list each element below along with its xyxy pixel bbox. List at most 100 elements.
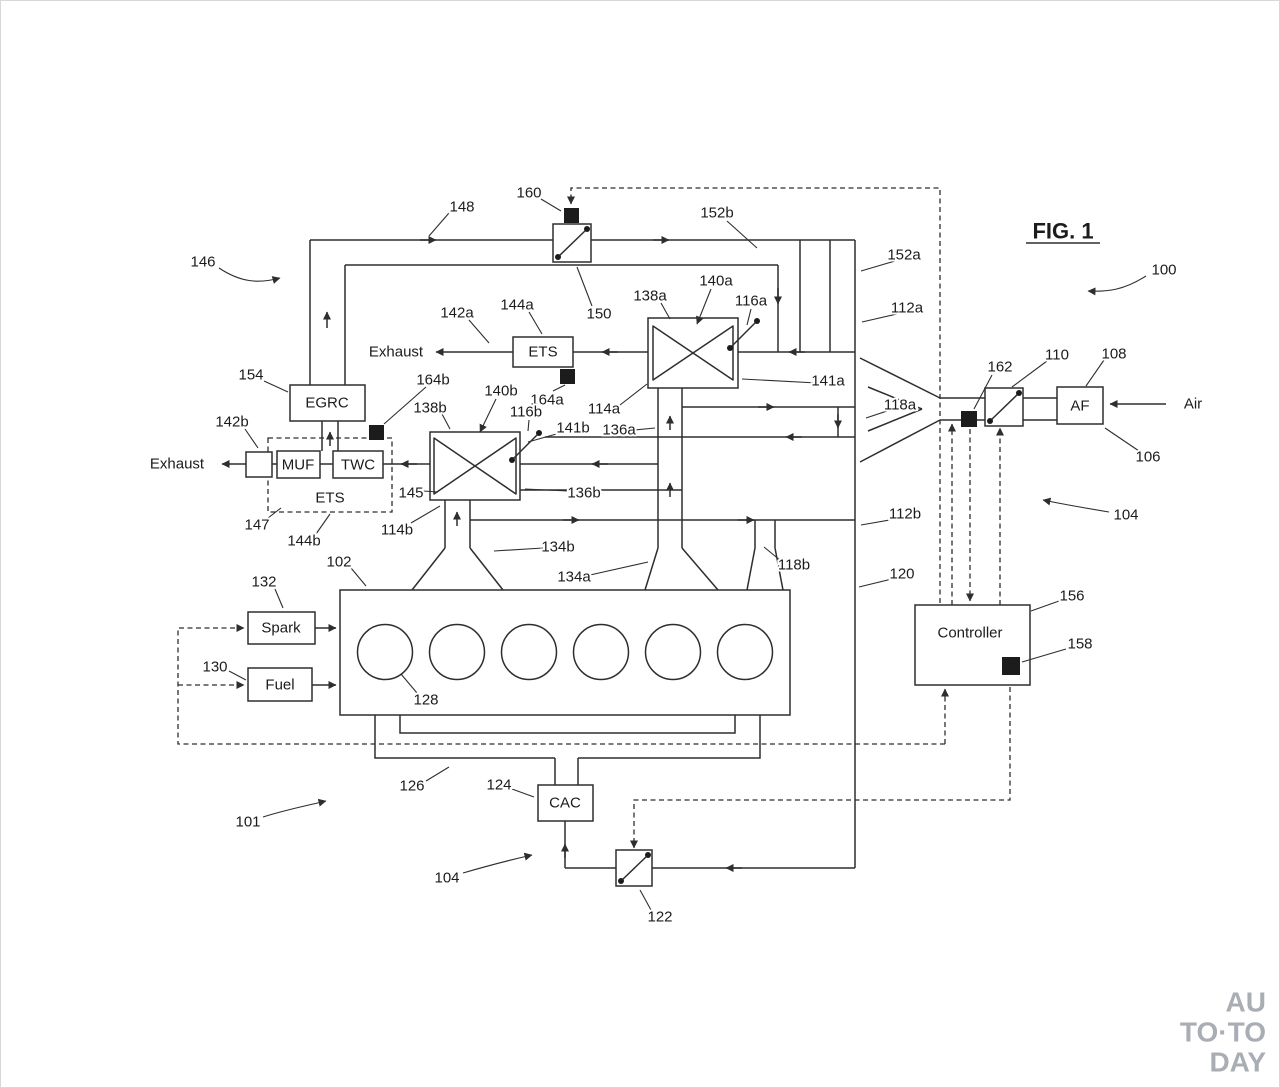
ref-154: 154 <box>236 365 289 393</box>
svg-text:104: 104 <box>434 870 459 887</box>
valve-122 <box>615 849 653 887</box>
valve-116b <box>509 430 542 463</box>
svg-text:145: 145 <box>398 485 423 502</box>
svg-text:138a: 138a <box>633 288 667 305</box>
svg-text:116b: 116b <box>510 404 542 421</box>
egrc-label: EGRC <box>305 395 349 412</box>
svg-text:144a: 144a <box>500 297 534 314</box>
svg-text:141a: 141a <box>811 373 845 390</box>
muf-box: MUF <box>276 450 321 479</box>
cylinder-4 <box>572 623 630 681</box>
ref-106: 106 <box>1104 427 1163 468</box>
svg-text:120: 120 <box>889 566 914 583</box>
air-text: Air <box>1184 396 1202 413</box>
exhaust-stub-box <box>245 451 273 478</box>
spark-label: Spark <box>261 620 301 637</box>
sensor-164b <box>369 425 384 440</box>
ref-164a: 164a <box>528 384 566 411</box>
ets-upper-label: ETS <box>528 344 557 361</box>
ref-140b: 140b <box>479 381 520 433</box>
ref-108: 108 <box>1085 344 1129 387</box>
ref-120: 120 <box>858 564 917 588</box>
ref-118a: 118a <box>865 395 919 419</box>
ref-130: 130 <box>200 657 247 681</box>
valve-116a <box>727 318 760 351</box>
svg-text:124: 124 <box>486 777 511 794</box>
svg-text:164b: 164b <box>416 372 449 389</box>
ref-118b: 118b <box>763 546 812 576</box>
twc-box: TWC <box>332 450 384 479</box>
turbocharger-b <box>429 430 542 501</box>
svg-text:122: 122 <box>647 909 672 926</box>
ref-124: 124 <box>484 775 535 798</box>
af-label: AF <box>1070 398 1089 415</box>
watermark: AU TO·TO DAY <box>1180 987 1266 1078</box>
svg-text:140b: 140b <box>484 383 517 400</box>
ref-138a: 138a <box>631 286 671 320</box>
watermark-line-2: TO·TO <box>1180 1017 1266 1048</box>
svg-text:118b: 118b <box>778 557 810 574</box>
ref-104-right: 104 <box>1042 497 1141 526</box>
ref-134b: 134b <box>493 537 577 558</box>
svg-text:152a: 152a <box>887 247 921 264</box>
ref-110: 110 <box>1011 345 1071 388</box>
signal-valve-160 <box>567 187 941 603</box>
ref-141b: 141b <box>527 418 592 443</box>
svg-text:102: 102 <box>326 554 351 571</box>
muf-label: MUF <box>282 457 315 474</box>
svg-text:146: 146 <box>190 254 215 271</box>
flow-arrows <box>221 236 1166 872</box>
svg-text:108: 108 <box>1101 346 1126 363</box>
svg-text:106: 106 <box>1135 449 1160 466</box>
engine-block <box>339 589 791 716</box>
turbocharger-a <box>647 317 760 389</box>
svg-text:130: 130 <box>202 659 227 676</box>
ets-lower-label: ETS <box>315 490 344 507</box>
signal-valve-122 <box>630 687 1011 849</box>
svg-text:154: 154 <box>238 367 263 384</box>
svg-text:101: 101 <box>235 814 260 831</box>
control-signal-lines <box>177 187 1011 849</box>
svg-text:100: 100 <box>1151 262 1176 279</box>
ref-152a: 152a <box>860 245 923 272</box>
ref-160: 160 <box>514 183 562 212</box>
svg-text:150: 150 <box>586 306 611 323</box>
ref-101: 101 <box>233 798 327 833</box>
ref-116a: 116a <box>733 291 770 326</box>
svg-text:142b: 142b <box>215 414 248 431</box>
ref-136a: 136a <box>600 420 656 441</box>
ref-128: 128 <box>400 673 441 711</box>
actuator-160 <box>564 208 579 223</box>
egrc-box: EGRC <box>289 384 366 422</box>
ref-132: 132 <box>249 572 284 609</box>
sensor-158 <box>1002 657 1020 675</box>
ref-122: 122 <box>639 889 675 928</box>
cylinder-6 <box>716 623 774 681</box>
svg-text:110: 110 <box>1045 347 1069 364</box>
svg-text:152b: 152b <box>700 205 733 222</box>
ref-114b: 114b <box>379 505 441 541</box>
ref-labels: 148 160 152b 150 146 100 144a 142a 154 1… <box>188 183 1178 928</box>
ref-114a: 114a <box>586 383 648 420</box>
svg-text:162: 162 <box>987 359 1012 376</box>
watermark-line-1: AU <box>1226 987 1266 1018</box>
ref-150: 150 <box>576 266 614 325</box>
svg-text:148: 148 <box>449 199 474 216</box>
figure-title: FIG. 1 <box>1026 219 1100 244</box>
cylinder-3 <box>500 623 558 681</box>
svg-text:134b: 134b <box>541 539 574 556</box>
ref-147: 147 <box>242 507 282 536</box>
svg-text:160: 160 <box>516 185 541 202</box>
twc-label: TWC <box>341 457 375 474</box>
sensor-162 <box>961 411 977 427</box>
cylinder-1 <box>356 623 414 681</box>
svg-text:118a: 118a <box>884 397 917 414</box>
air-filter-box: AF <box>1056 386 1104 425</box>
sensor-164a <box>560 369 575 384</box>
svg-text:128: 128 <box>413 692 438 709</box>
controller-box: Controller <box>914 604 1031 686</box>
ref-136b: 136b <box>524 483 603 504</box>
ref-164b: 164b <box>383 370 452 425</box>
